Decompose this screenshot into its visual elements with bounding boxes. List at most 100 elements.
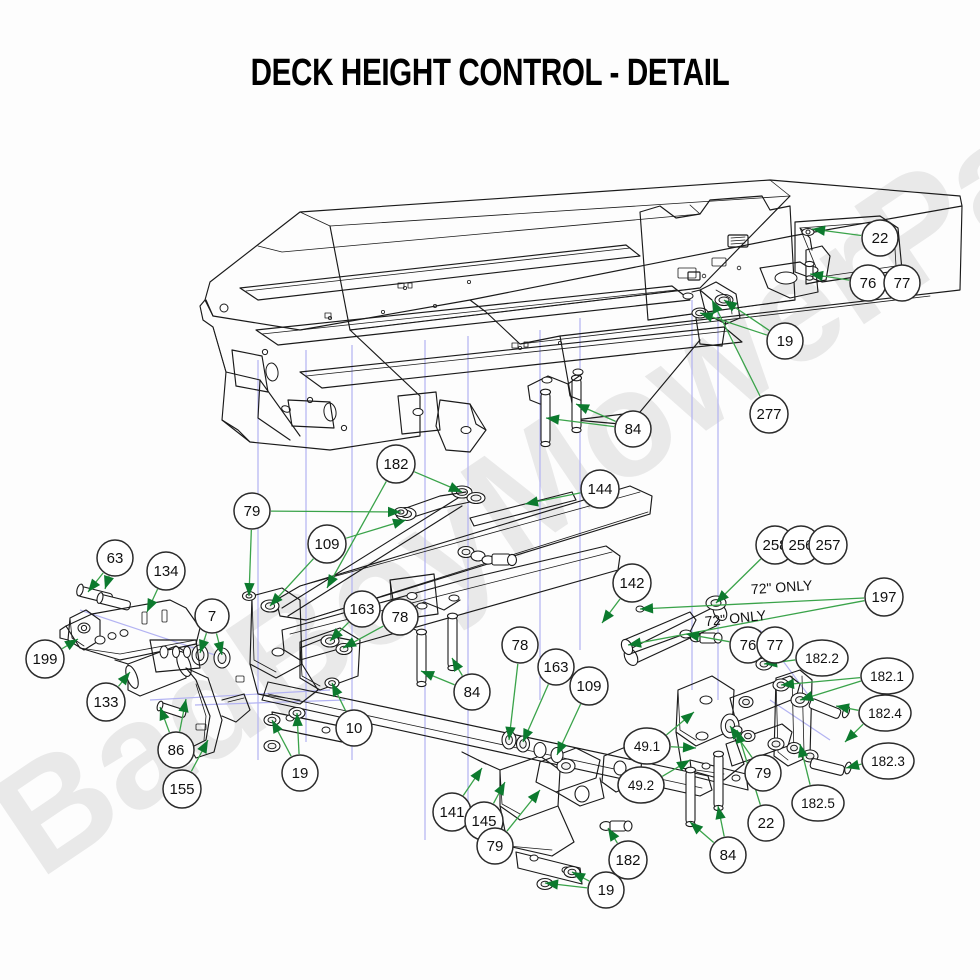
callout-bubble-182-2[interactable]: 182.2	[795, 639, 849, 677]
callout-bubble-shape[interactable]	[860, 657, 914, 695]
callout-bubble-shape[interactable]	[25, 639, 65, 679]
callout-bubble-63[interactable]: 63	[96, 539, 134, 577]
callout-bubble-shape[interactable]	[335, 709, 373, 747]
callout-bubble-label: 256	[788, 537, 813, 554]
callout-bubble-19[interactable]: 19	[587, 871, 625, 909]
callout-bubble-shape[interactable]	[795, 639, 849, 677]
callout-bubble-label: 19	[777, 333, 794, 350]
callout-bubble-shape[interactable]	[86, 682, 126, 722]
leader-arrowhead	[798, 744, 809, 758]
callout-bubble-182-4[interactable]: 182.4	[858, 694, 912, 732]
callout-bubble-142[interactable]: 142	[612, 563, 652, 603]
callout-bubble-76[interactable]: 76	[849, 264, 887, 302]
callout-bubble-182[interactable]: 182	[608, 840, 648, 880]
callout-bubble-7[interactable]: 7	[194, 598, 230, 634]
callout-bubble-182-5[interactable]: 182.5	[791, 784, 845, 822]
callout-bubble-shape[interactable]	[157, 731, 195, 769]
callout-bubble-199[interactable]: 199	[25, 639, 65, 679]
callout-bubble-49-2[interactable]: 49.2	[617, 766, 665, 804]
callout-bubble-19[interactable]: 19	[281, 754, 319, 792]
callout-bubble-163[interactable]: 163	[537, 648, 575, 686]
callout-bubble-shape[interactable]	[791, 784, 845, 822]
callout-bubble-shape[interactable]	[381, 598, 419, 636]
callout-bubble-84[interactable]: 84	[709, 836, 747, 874]
callout-bubble-109[interactable]: 109	[307, 524, 347, 564]
callout-bubble-155[interactable]: 155	[162, 769, 202, 809]
callout-bubble-shape[interactable]	[476, 827, 514, 865]
callout-bubble-79[interactable]: 79	[233, 492, 271, 530]
fastener-182-bottom	[599, 820, 633, 832]
callout-bubble-shape[interactable]	[537, 648, 575, 686]
callout-bubble-shape[interactable]	[744, 754, 782, 792]
callout-bubble-256[interactable]: 256	[781, 525, 821, 565]
callout-bubble-shape[interactable]	[709, 836, 747, 874]
callout-bubble-257[interactable]: 257	[808, 525, 848, 565]
callout-bubble-shape[interactable]	[861, 742, 915, 780]
callout-bubble-84[interactable]: 84	[453, 673, 491, 711]
callout-bubble-10[interactable]: 10	[335, 709, 373, 747]
callout-bubble-shape[interactable]	[614, 410, 652, 448]
callout-bubble-79[interactable]: 79	[476, 827, 514, 865]
callout-bubble-shape[interactable]	[194, 598, 230, 634]
bushing-109-mid	[533, 741, 547, 759]
callout-bubble-shape[interactable]	[749, 394, 789, 434]
callout-bubble-shape[interactable]	[146, 551, 186, 591]
callout-bubble-78[interactable]: 78	[501, 626, 539, 664]
left-height-adjust-assembly	[59, 583, 306, 759]
callout-bubble-77[interactable]: 77	[756, 626, 794, 664]
callout-bubble-22[interactable]: 22	[747, 804, 785, 842]
callout-bubble-shape[interactable]	[864, 577, 904, 617]
callout-bubble-182[interactable]: 182	[376, 444, 416, 484]
callout-bubble-163[interactable]: 163	[343, 590, 381, 628]
callout-bubble-shape[interactable]	[747, 804, 785, 842]
leader-arrowhead	[197, 740, 208, 754]
callout-bubble-shape[interactable]	[612, 563, 652, 603]
callout-bubble-shape[interactable]	[376, 444, 416, 484]
callout-bubble-shape[interactable]	[623, 727, 671, 765]
callout-bubble-22[interactable]: 22	[861, 219, 899, 257]
callout-bubble-19[interactable]: 19	[766, 322, 804, 360]
callout-bubble-shape[interactable]	[569, 666, 609, 706]
callout-bubble-shape[interactable]	[587, 871, 625, 909]
callout-bubble-shape[interactable]	[756, 626, 794, 664]
callout-bubble-shape[interactable]	[233, 492, 271, 530]
leader-arrowhead	[781, 678, 795, 689]
callout-bubble-shape[interactable]	[580, 469, 620, 509]
callout-bubble-label: 182	[383, 456, 408, 473]
callout-bubble-197[interactable]: 197	[864, 577, 904, 617]
callout-bubble-77[interactable]: 77	[883, 264, 921, 302]
callout-bubble-shape[interactable]	[343, 590, 381, 628]
callout-bubble-109[interactable]: 109	[569, 666, 609, 706]
callout-bubble-78[interactable]: 78	[381, 598, 419, 636]
callout-bubble-shape[interactable]	[861, 219, 899, 257]
callout-bubble-144[interactable]: 144	[580, 469, 620, 509]
callout-bubble-shape[interactable]	[808, 525, 848, 565]
callout-bubble-shape[interactable]	[307, 524, 347, 564]
right-height-adjust-assembly	[620, 595, 852, 828]
callout-bubble-shape[interactable]	[281, 754, 319, 792]
callout-bubble-shape[interactable]	[766, 322, 804, 360]
callout-bubble-shape[interactable]	[617, 766, 665, 804]
callout-bubble-shape[interactable]	[162, 769, 202, 809]
callout-bubble-182-1[interactable]: 182.1	[860, 657, 914, 695]
callout-bubble-49-1[interactable]: 49.1	[623, 727, 671, 765]
callout-bubble-133[interactable]: 133	[86, 682, 126, 722]
callout-bubble-shape[interactable]	[858, 694, 912, 732]
callout-bubble-182-3[interactable]: 182.3	[861, 742, 915, 780]
callout-bubble-shape[interactable]	[883, 264, 921, 302]
callout-bubble-86[interactable]: 86	[157, 731, 195, 769]
callout-bubble-277[interactable]: 277	[749, 394, 789, 434]
callout-bubble-label: 84	[720, 847, 737, 864]
callout-bubble-84[interactable]: 84	[614, 410, 652, 448]
callout-bubble-79[interactable]: 79	[744, 754, 782, 792]
callout-bubble-shape[interactable]	[608, 840, 648, 880]
callout-bubble-shape[interactable]	[453, 673, 491, 711]
bolt-182-3	[809, 758, 852, 776]
callout-bubble-label: 78	[392, 609, 409, 626]
callout-bubble-shape[interactable]	[96, 539, 134, 577]
callout-bubble-label: 77	[894, 275, 911, 292]
callout-bubble-shape[interactable]	[501, 626, 539, 664]
callout-bubble-label: 182.1	[870, 669, 904, 684]
callout-bubble-134[interactable]: 134	[146, 551, 186, 591]
callout-bubble-76[interactable]: 76	[729, 626, 767, 664]
